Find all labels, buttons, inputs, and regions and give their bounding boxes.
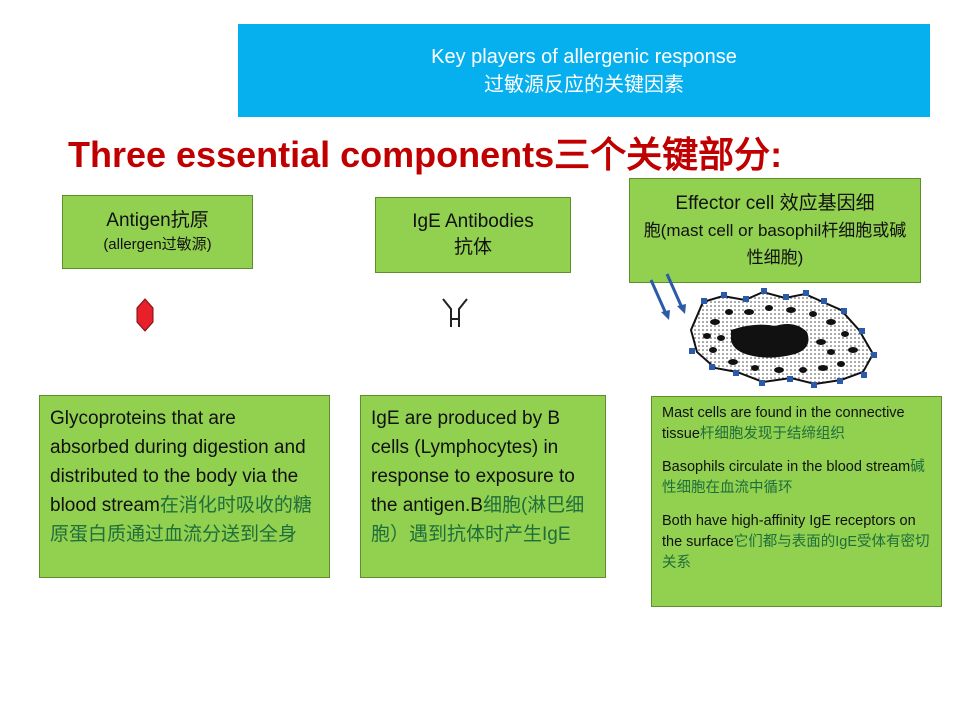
antibody-icon [442, 298, 468, 327]
page-heading: Three essential components三个关键部分: [68, 126, 782, 178]
ige-desc-en: IgE are produced by B cells (Lymphocytes… [371, 408, 575, 516]
effector-desc-p1: Mast cells are found in the connective t… [662, 403, 931, 445]
p3-zh: 它们都与表面的 [733, 534, 836, 550]
effector-sublabel: 胞(mast cell or basophil杆细胞或碱性细胞) [643, 221, 907, 267]
antigen-description: Glycoproteins that are absorbed during d… [39, 395, 330, 578]
antigen-desc-zh: 在消化时吸收的糖原蛋白质通过血流分送到全身 [50, 495, 312, 545]
p2-zh: 碱性细胞在血流中循环 [662, 459, 925, 496]
effector-desc-p2: Basophils circulate in the blood stream碱… [662, 457, 931, 499]
ige-label: IgE Antibodies [412, 211, 534, 232]
antigen-sublabel: (allergen过敏源) [103, 236, 212, 253]
ige-label-box: IgE Antibodies 抗体 [375, 197, 571, 273]
effector-description: Mast cells are found in the connective t… [651, 396, 942, 607]
ige-sublabel: 抗体 [453, 237, 492, 258]
effector-label: Effector cell 效应基因细 [675, 193, 875, 214]
antigen-icon [136, 298, 154, 332]
effector-desc-p3: Both have high-affinity IgE receptors on… [662, 511, 931, 574]
p3-tail: 受体有密切关系 [662, 534, 930, 571]
p1-en: Mast cells are found in the connective t… [662, 405, 905, 442]
antigen-desc-en: Glycoproteins that are absorbed during d… [50, 408, 306, 516]
heading-colon: : [770, 134, 783, 175]
antigen-label-box: Antigen抗原 (allergen过敏源) [62, 195, 253, 269]
p2-en: Basophils circulate in the blood stream [662, 459, 911, 475]
p1-zh: 杆细胞发现于结缔组织 [699, 426, 845, 442]
heading-en: Three essential components [68, 134, 555, 175]
effector-label-box: Effector cell 效应基因细 胞(mast cell or basop… [629, 178, 921, 283]
ige-desc-zh: 细胞(淋巴细胞）遇到抗体时产生 [371, 495, 585, 545]
heading-zh: 三个关键部分 [554, 134, 771, 175]
mast-cell-icon [649, 273, 877, 388]
ige-description: IgE are produced by B cells (Lymphocytes… [360, 395, 606, 578]
p3-en: Both have high-affinity IgE receptors on… [662, 513, 916, 550]
banner-title-zh: 过敏源反应的关键因素 [484, 73, 684, 96]
ige-desc-tail: IgE [542, 524, 571, 545]
antigen-label: Antigen抗原 [106, 210, 209, 231]
title-banner: Key players of allergenic response 过敏源反应… [238, 24, 930, 117]
banner-title-en: Key players of allergenic response [431, 45, 737, 68]
p3-ige: IgE [835, 534, 858, 550]
